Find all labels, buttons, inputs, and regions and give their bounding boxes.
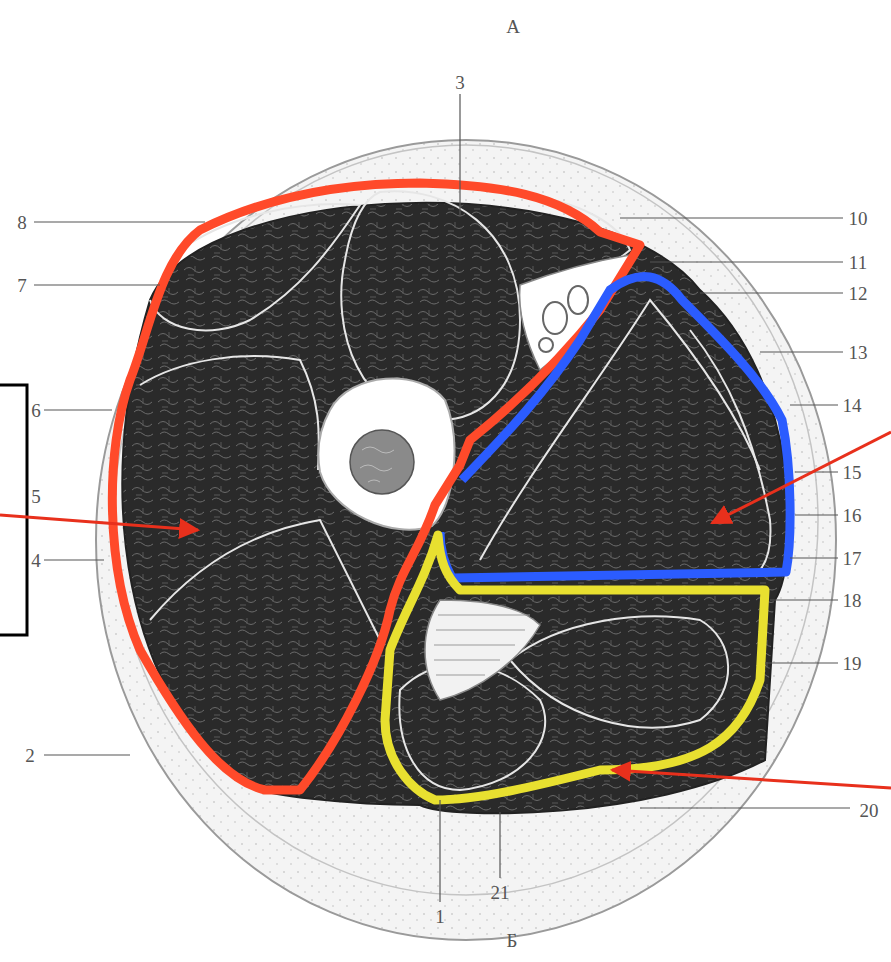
callout-number: 4 (31, 551, 41, 570)
callout-number: 13 (849, 343, 868, 362)
posterior-compartment-outline (385, 535, 765, 800)
leader-lines (34, 94, 850, 902)
callout-number: 17 (843, 549, 862, 568)
bracket-box (0, 385, 27, 635)
anterior-compartment-outline (112, 183, 640, 790)
marrow-texture (360, 447, 394, 482)
callout-number: 10 (849, 209, 868, 228)
muscle-outlines (140, 191, 771, 790)
callout-number: Б (507, 931, 518, 950)
callout-number: 15 (843, 463, 862, 482)
nerve-fibers (434, 615, 530, 675)
pointer-arrows (0, 432, 891, 788)
callout-number: 16 (843, 506, 862, 525)
skin-outline (96, 140, 836, 940)
medial-compartment-outline (440, 277, 790, 578)
callout-number: 11 (849, 253, 867, 272)
callout-number: 14 (843, 396, 862, 415)
callout-number: 20 (860, 801, 879, 820)
muscle-mass (122, 203, 789, 813)
callout-number: 12 (849, 284, 868, 303)
callout-number: 3 (455, 73, 465, 92)
sciatic-space (425, 600, 540, 700)
callout-number: 7 (17, 276, 27, 295)
callout-number: 6 (31, 401, 41, 420)
callout-number: 21 (491, 883, 510, 902)
callout-number: 18 (843, 591, 862, 610)
bone-marrow (350, 430, 414, 494)
fascia-line (114, 145, 818, 895)
callout-number: 19 (843, 654, 862, 673)
callout-number: 8 (17, 213, 27, 232)
callout-number: 2 (25, 746, 35, 765)
callout-number: 1 (435, 907, 445, 926)
callout-number: 5 (31, 487, 41, 506)
callout-number: A (506, 17, 520, 36)
